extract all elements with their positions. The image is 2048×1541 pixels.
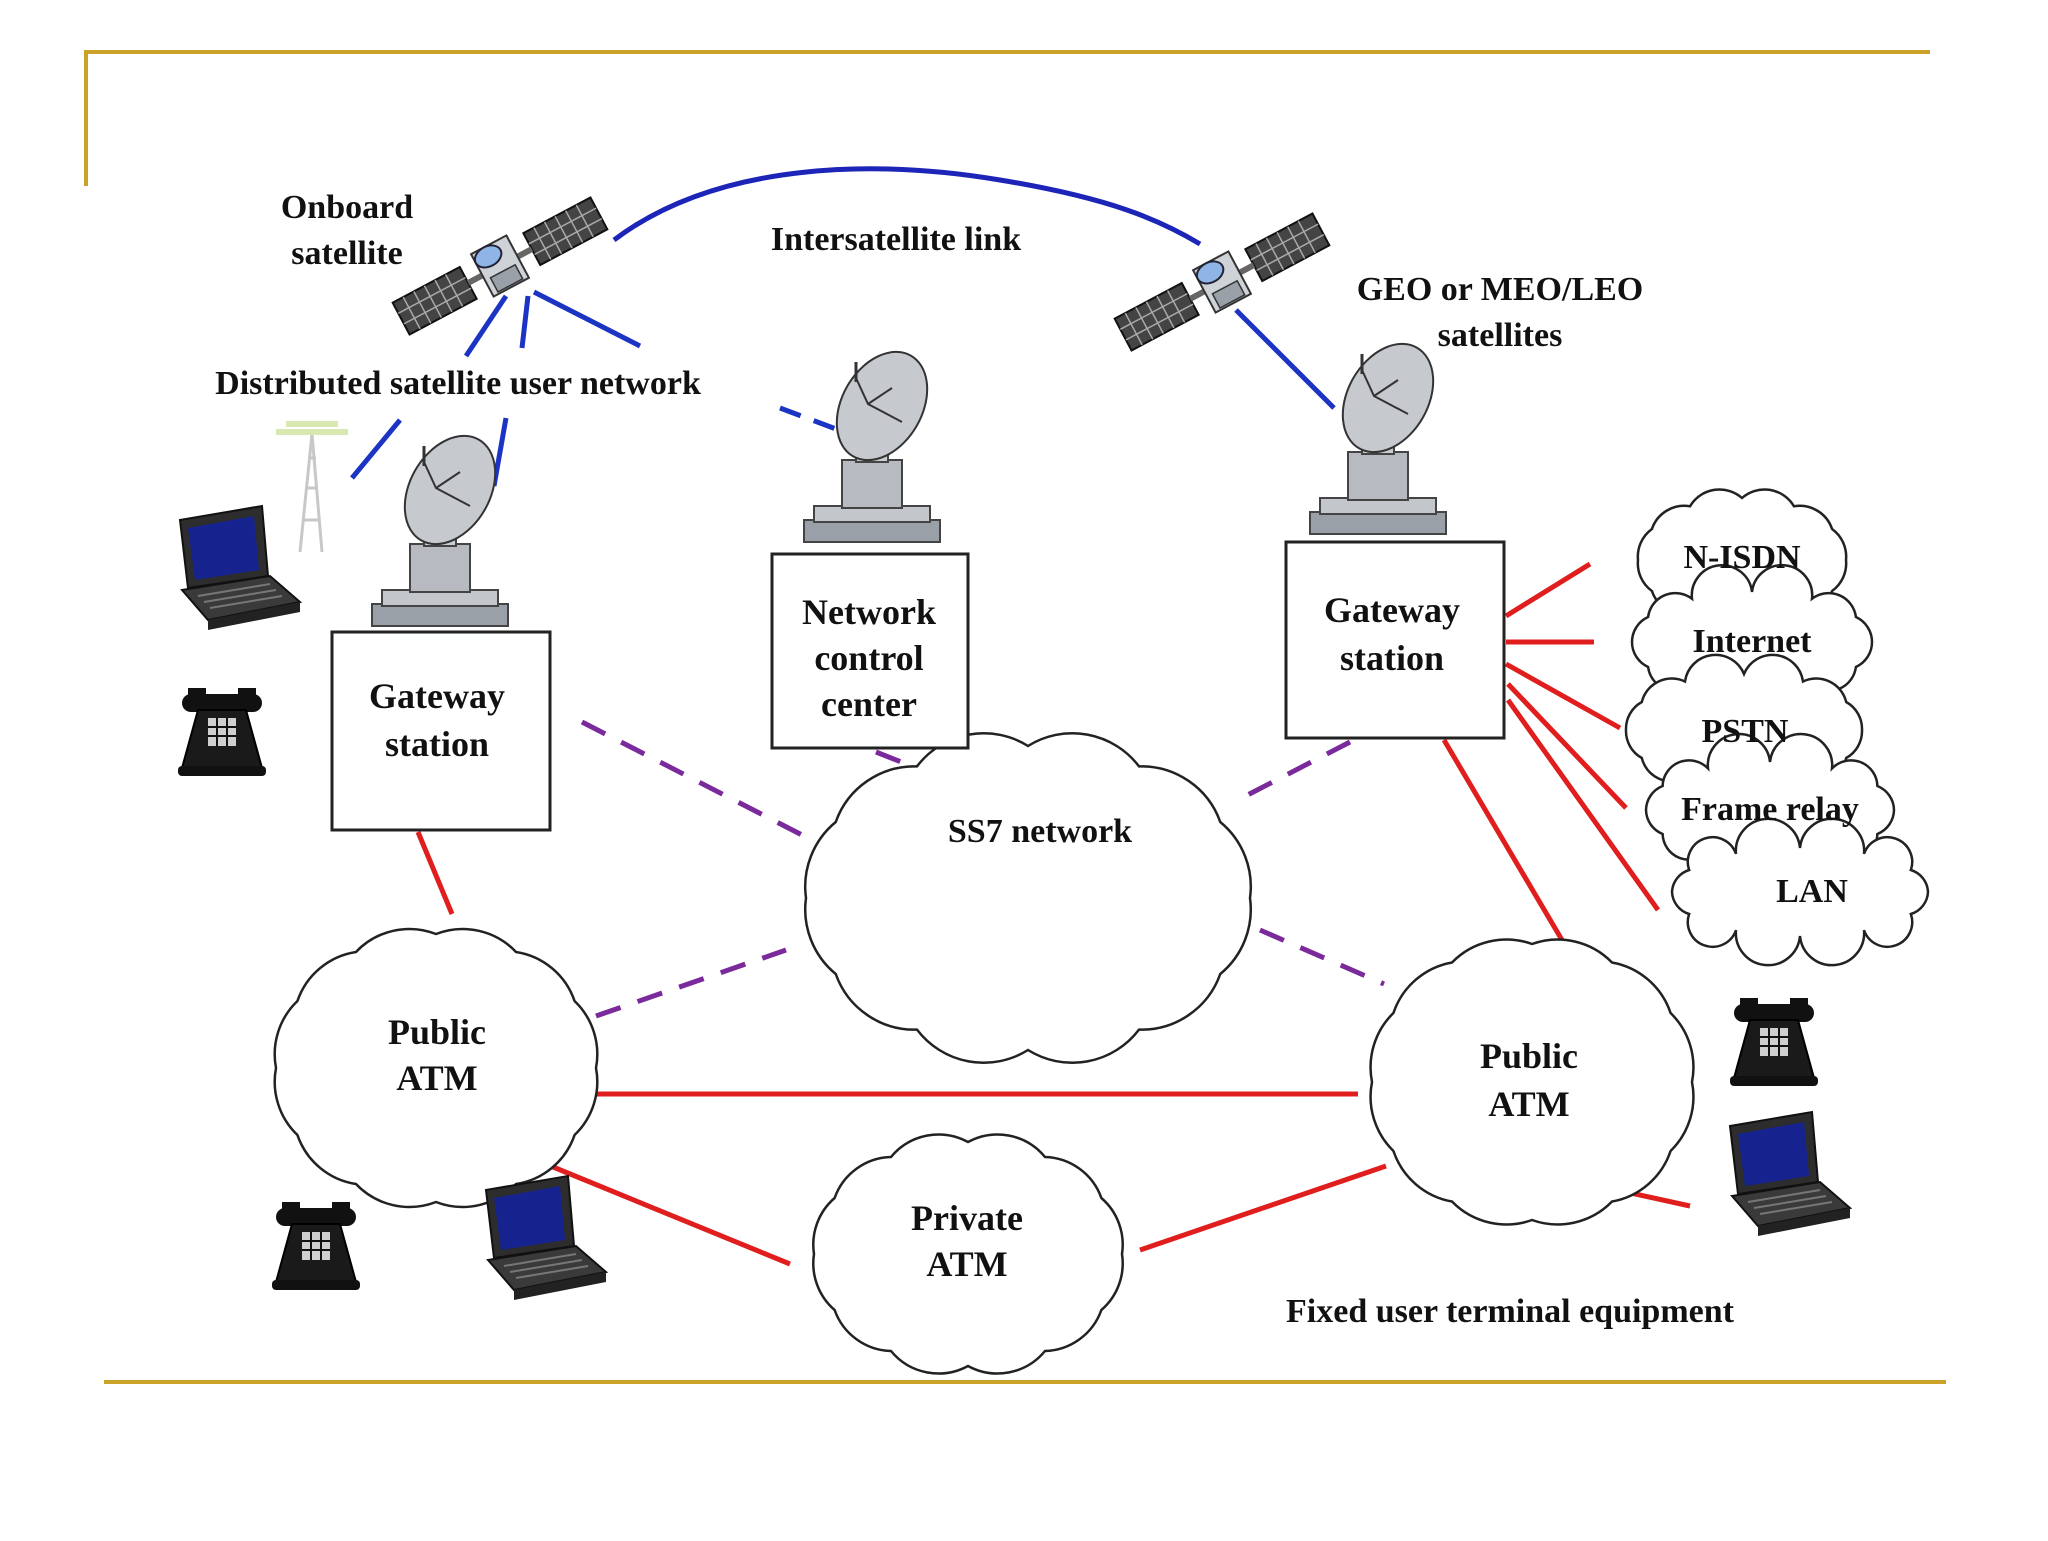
pstn-label: PSTN	[1702, 713, 1789, 750]
lan-cloud	[1670, 817, 1930, 967]
telephone-icon	[1729, 997, 1819, 1087]
trunk-pstn	[1504, 661, 1622, 731]
gateway-right-box	[1284, 540, 1506, 740]
ss7-network-cloud	[804, 732, 1252, 1064]
satellite-icon	[1110, 207, 1334, 357]
sat-to-control-link	[779, 405, 845, 435]
ss7-network-label: SS7 network	[948, 813, 1132, 850]
radio-antenna-icon	[276, 421, 348, 553]
fixed-user-equipment-label: Fixed user terminal equipment	[1286, 1293, 1735, 1330]
gateway-right-signal	[1232, 739, 1352, 805]
trunk-lan	[1505, 698, 1661, 912]
network-clouds	[273, 488, 1930, 1375]
sat-link-3	[532, 289, 642, 349]
public-atm-right-cloud	[1369, 938, 1695, 1226]
laptop-icon	[1729, 1111, 1851, 1237]
network-control-label-2: control	[814, 638, 923, 678]
private-atm-label-2: ATM	[926, 1244, 1007, 1284]
slide-frame	[84, 50, 1946, 1384]
satellite-dish-icon	[802, 334, 948, 544]
intersatellite-link-label: Intersatellite link	[771, 221, 1021, 258]
internet-label: Internet	[1693, 623, 1813, 660]
private-atm-cloud	[812, 1133, 1124, 1375]
telephone-icon	[177, 687, 267, 777]
telephone-icon	[271, 1201, 361, 1291]
diagram-labels: Onboard satellite Intersatellite link GE…	[215, 189, 1859, 1330]
lan-label: LAN	[1776, 873, 1848, 910]
gateway-right-atm-trunk	[1441, 738, 1565, 942]
intersatellite-link	[612, 166, 1202, 247]
network-control-label-3: center	[821, 684, 917, 724]
atm-right-signal	[1259, 927, 1385, 987]
trunk-frame-relay	[1506, 682, 1628, 810]
equipment-icons	[177, 191, 1851, 1301]
laptop-icon	[179, 505, 301, 631]
satellite-dish-icon	[1308, 326, 1454, 536]
laptop-icon	[485, 1175, 607, 1301]
gateway-right-label-2: station	[1340, 638, 1444, 678]
sat-link-2	[519, 295, 531, 349]
user-link-1	[350, 418, 402, 480]
gateway-left-label-1: Gateway	[369, 676, 505, 716]
private-to-atm-trunk	[1139, 1163, 1387, 1253]
gateway-left-label-2: station	[385, 724, 489, 764]
public-atm-left-label-1: Public	[388, 1012, 486, 1052]
geo-satellites-label-2: satellites	[1438, 317, 1563, 354]
public-atm-right-label-1: Public	[1480, 1036, 1578, 1076]
station-boxes	[330, 540, 1506, 832]
sat-link-1	[463, 294, 509, 358]
gateway-left-box	[330, 630, 552, 832]
satellite-dish-icon	[370, 418, 516, 628]
geo-satellites-label-1: GEO or MEO/LEO	[1357, 271, 1644, 308]
gateway-left-atm-trunk	[415, 831, 455, 915]
sat-to-gateway-link	[1234, 308, 1336, 410]
n-isdn-label: N-ISDN	[1683, 539, 1801, 576]
gateway-right-label-1: Gateway	[1324, 590, 1460, 630]
private-atm-label-1: Private	[911, 1198, 1023, 1238]
network-control-box	[770, 552, 970, 750]
onboard-satellite-label-2: satellite	[291, 235, 402, 272]
trunk-n-isdn	[1504, 561, 1592, 619]
atm-to-private-trunk	[535, 1157, 791, 1267]
frame-relay-label: Frame relay	[1681, 791, 1859, 828]
network-control-label-1: Network	[802, 592, 936, 632]
distributed-network-label: Distributed satellite user network	[215, 365, 701, 402]
public-atm-right-label-2: ATM	[1488, 1084, 1569, 1124]
onboard-satellite-label-1: Onboard	[281, 189, 413, 226]
atm-left-signal	[595, 947, 787, 1019]
public-atm-left-label-2: ATM	[396, 1058, 477, 1098]
satellite-icon	[388, 191, 612, 341]
